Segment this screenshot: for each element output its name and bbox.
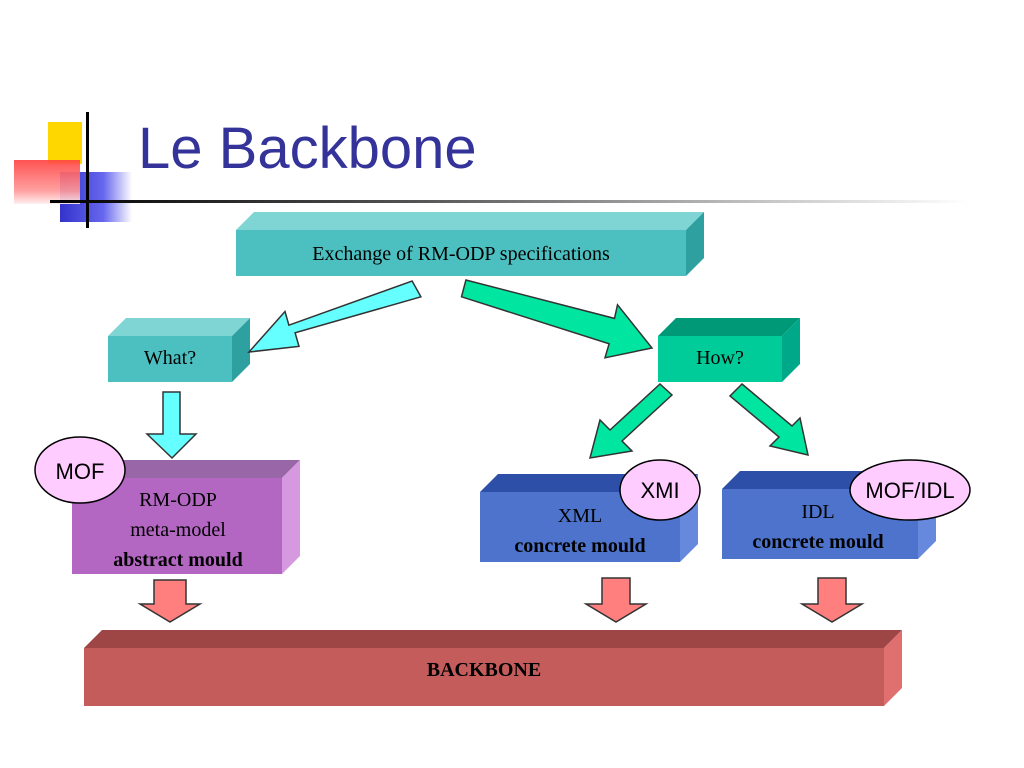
arrow-xml-to-backbone <box>583 577 649 623</box>
idl-line1: IDL <box>801 501 834 523</box>
xml-line1: XML <box>558 505 602 527</box>
rmodp-line3: abstract mould <box>113 549 242 571</box>
arrow-what-to-rmodp <box>145 391 198 460</box>
xml-line2: concrete mould <box>514 535 645 557</box>
decor-red-square <box>14 160 80 204</box>
arrow-exchange-to-what <box>247 280 423 353</box>
backbone-label: BACKBONE <box>427 659 541 681</box>
how-box: How? <box>658 318 800 382</box>
xmi-badge-label: XMI <box>640 478 679 503</box>
page-title: Le Backbone <box>138 116 477 181</box>
arrow-how-to-idl <box>728 382 809 457</box>
rmodp-line2: meta-model <box>130 519 226 541</box>
decor-horizontal-line <box>50 200 970 203</box>
arrow-idl-to-backbone <box>799 577 865 623</box>
idl-line2: concrete mould <box>752 531 883 553</box>
what-label: What? <box>144 347 196 369</box>
xmi-badge: XMI <box>619 459 701 521</box>
mofidl-badge-label: MOF/IDL <box>865 478 954 503</box>
arrow-rmodp-to-backbone <box>137 579 203 623</box>
exchange-box: Exchange of RM-ODP specifications <box>236 212 704 276</box>
how-label: How? <box>696 347 744 369</box>
backbone-box: BACKBONE <box>84 630 902 706</box>
arrow-exchange-to-how <box>460 279 654 359</box>
rmodp-line1: RM-ODP <box>139 489 217 511</box>
mof-badge: MOF <box>34 436 126 504</box>
exchange-label: Exchange of RM-ODP specifications <box>312 243 610 265</box>
arrow-how-to-xml <box>588 382 674 459</box>
mofidl-badge: MOF/IDL <box>849 459 971 521</box>
what-box: What? <box>108 318 250 382</box>
mof-badge-label: MOF <box>56 459 105 484</box>
decor-yellow-square <box>48 122 82 164</box>
decor-vertical-line <box>86 112 89 228</box>
